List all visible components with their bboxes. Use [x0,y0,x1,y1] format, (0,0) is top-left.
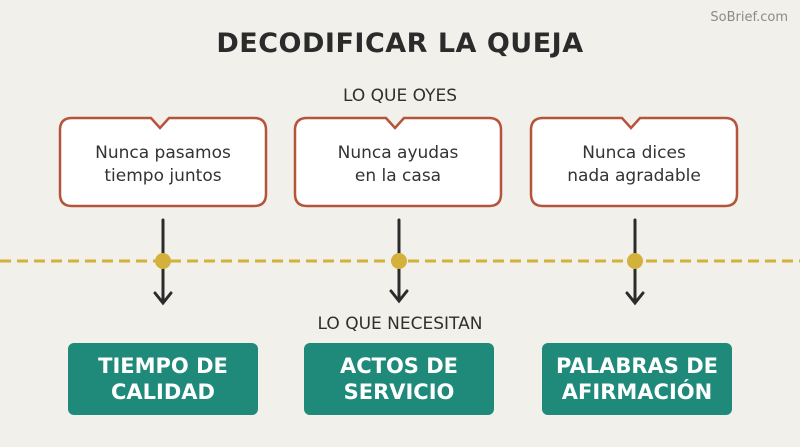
complaint-text-2: Nunca ayudas en la casa [292,142,504,188]
what-they-need-label: LO QUE NECESITAN [317,314,483,334]
need-text-2: ACTOS DE SERVICIO [309,353,489,405]
watermark: SoBrief.com [710,10,788,25]
need-1-line-1: TIEMPO DE [98,354,228,378]
complaint-bubble-1 [58,116,268,208]
need-box-acts-of-service: ACTOS DE SERVICIO [304,343,494,415]
complaint-3-line-2: nada agradable [567,166,701,186]
need-box-quality-time: TIEMPO DE CALIDAD [68,343,258,415]
what-you-hear-label: LO QUE OYES [343,86,457,106]
complaint-3-line-1: Nunca dices [582,143,686,163]
need-2-line-1: ACTOS DE [339,354,459,378]
complaint-bubble-2 [293,116,503,208]
divider-dot-2 [391,253,407,269]
divider-dot-1 [155,253,171,269]
need-1-line-2: CALIDAD [111,380,215,404]
need-text-3: PALABRAS DE AFIRMACIÓN [547,353,727,405]
complaint-bubble-3 [529,116,739,208]
need-3-line-2: AFIRMACIÓN [561,380,713,404]
complaint-1-line-2: tiempo juntos [104,166,222,186]
complaint-2-line-1: Nunca ayudas [337,143,459,163]
need-3-line-1: PALABRAS DE [556,354,718,378]
need-2-line-2: SERVICIO [343,380,455,404]
diagram-title: DECODIFICAR LA QUEJA [216,28,584,59]
divider-dot-3 [627,253,643,269]
complaint-text-1: Nunca pasamos tiempo juntos [57,142,269,188]
need-box-words-of-affirmation: PALABRAS DE AFIRMACIÓN [542,343,732,415]
need-text-1: TIEMPO DE CALIDAD [73,353,253,405]
complaint-2-line-2: en la casa [354,166,442,186]
complaint-text-3: Nunca dices nada agradable [528,142,740,188]
complaint-1-line-1: Nunca pasamos [95,143,231,163]
